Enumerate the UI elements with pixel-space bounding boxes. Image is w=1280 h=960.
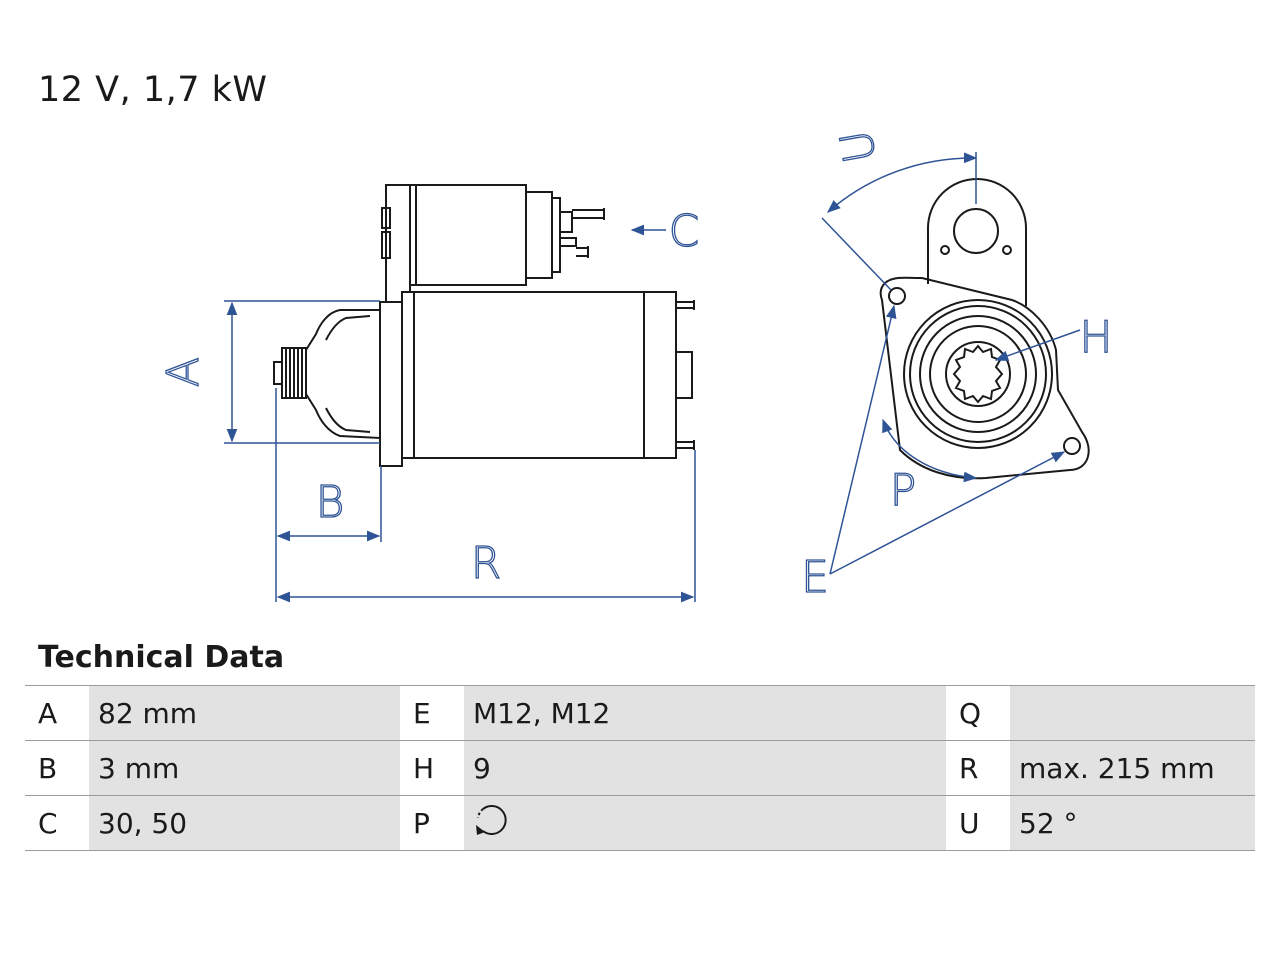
mounting-flange [879,276,1090,480]
key-cell: E [400,685,464,741]
side-view [273,184,695,467]
section-title: Technical Data [38,640,285,675]
bolt-e-line-1 [829,304,897,575]
end-cap [643,291,677,459]
starter-motor-drawing: A B R C U H P E [157,126,1113,604]
technical-data-table: A 82 mm E M12, M12 Q B 3 mm H 9 R max. 2… [25,685,1255,851]
label-c: C [669,206,700,257]
label-a: A [158,357,209,387]
label-e: E [801,552,829,603]
pinion-teeth [952,344,1004,404]
front-view [879,178,1090,480]
solenoid [409,184,527,286]
value-cell: 82 mm [89,685,400,741]
label-p: P [890,465,917,516]
value-cell: M12, M12 [464,685,946,741]
key-cell: H [400,740,464,796]
angle-u [826,152,978,213]
value-cell-rotation [464,795,946,851]
value-cell: 3 mm [89,740,400,796]
label-u: U [831,126,887,167]
key-cell: P [400,795,464,851]
rotation-p [882,418,978,483]
drive-housing [305,309,381,440]
value-cell: max. 215 mm [1010,740,1255,796]
value-cell [1010,685,1255,741]
table-row: A 82 mm E M12, M12 Q [25,685,1255,741]
table-row: C 30, 50 P U 52 ° [25,795,1255,851]
teeth-h-arrow [994,329,1081,361]
top-lug [927,178,1027,306]
spec-title: 12 V, 1,7 kW [38,70,268,110]
key-cell: B [25,740,89,796]
label-b: B [316,477,345,528]
label-h: H [1079,312,1112,363]
key-cell: A [25,685,89,741]
value-cell: 52 ° [1010,795,1255,851]
key-cell: R [946,740,1010,796]
bolt-e-line-2 [829,451,1066,575]
motor-housing [401,291,645,459]
front-view-dimensions [821,152,1081,575]
key-cell: U [946,795,1010,851]
key-cell: Q [946,685,1010,741]
table-row: B 3 mm H 9 R max. 215 mm [25,740,1255,796]
label-r: R [471,538,502,589]
key-cell: C [25,795,89,851]
side-view-dimensions [224,224,696,603]
counterclockwise-rotation-icon [473,801,511,846]
value-cell: 9 [464,740,946,796]
value-cell: 30, 50 [89,795,400,851]
